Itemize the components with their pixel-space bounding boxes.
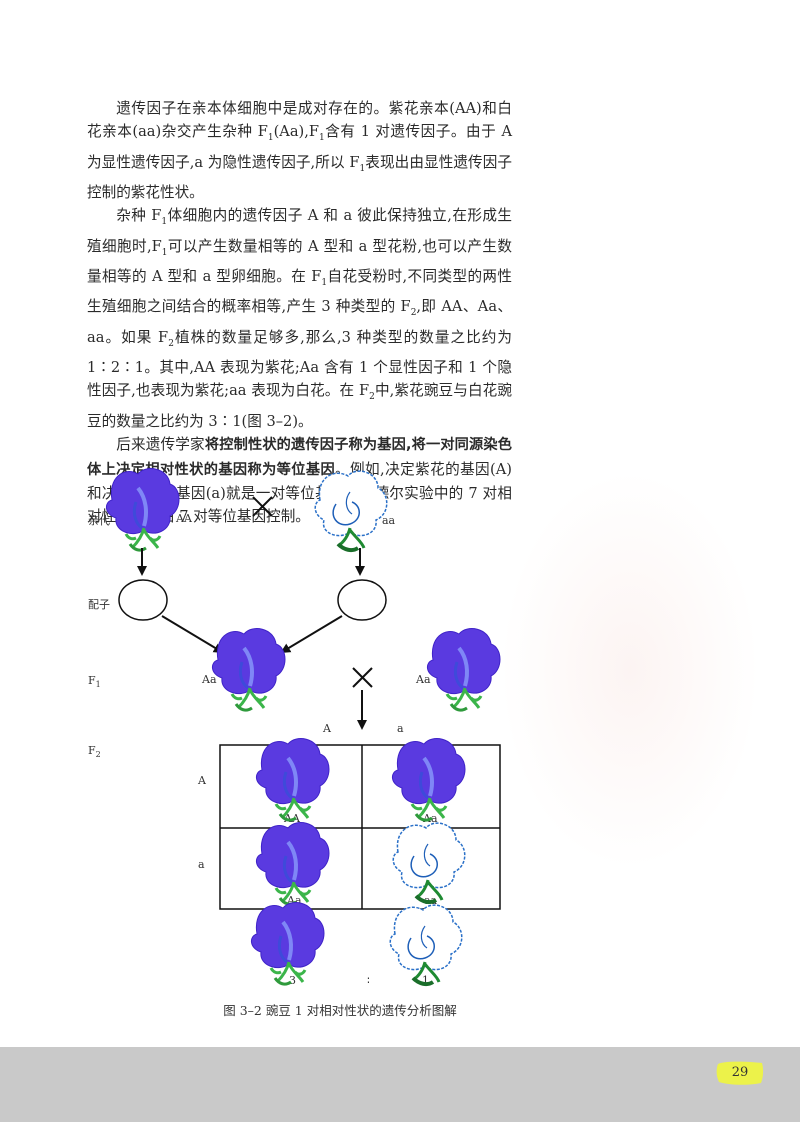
gamete-A-circle xyxy=(118,579,168,621)
paragraph-segment: 遗传因子在亲本体细胞中是成对存在的。紫花亲本(AA)和白花亲本(aa)杂交产生杂… xyxy=(87,100,512,141)
punnett-Aa-flower-1 xyxy=(390,736,467,823)
paragraph-segment: 自花受粉时,不同类型的两性生殖细胞之间结合的概率相等,产生 3 种类型的 F xyxy=(87,268,513,316)
paragraph-segment: 1 xyxy=(267,133,274,144)
punnett-Aa-flower-2 xyxy=(254,820,331,907)
paragraph-2: 杂种 F1体细胞内的遗传因子 A 和 a 彼此保持独立,在形成生殖细胞时,F1可… xyxy=(87,204,512,433)
page-footer xyxy=(0,1047,800,1122)
arrow-gamete-left xyxy=(161,615,224,654)
paragraph-segment: 2 xyxy=(410,308,417,319)
label-parents: 亲代 xyxy=(88,514,110,527)
cross-symbol-parents xyxy=(252,496,273,517)
label-f1: F1 xyxy=(88,674,101,690)
paragraph-segment: 中,紫花豌豆与白花豌豆的数量之比约为 3∶1(图 3–2)。 xyxy=(87,382,512,430)
paragraph-segment: 体细胞内的遗传因子 A 和 a 彼此保持独立,在形成生殖细胞时,F xyxy=(87,207,512,255)
page-number: 29 xyxy=(731,1065,749,1080)
punnett-AA-flower xyxy=(254,736,331,823)
f2-row-A: A xyxy=(198,774,206,787)
f1-purple-flower-right xyxy=(425,626,502,713)
f2-row-a: a xyxy=(198,858,205,871)
paragraph-segment: 植株的数量足够多,那么,3 种类型的数量之比约为 1∶2∶1。其中,AA 表现为… xyxy=(87,328,512,400)
figure-caption: 图 3–2 豌豆 1 对相对性状的遗传分析图解 xyxy=(223,1003,457,1018)
label-gametes: 配子 xyxy=(88,598,110,611)
paragraph-segment: 1 xyxy=(161,217,168,228)
parent-white-flower xyxy=(313,469,389,553)
paragraph-segment: 1 xyxy=(161,247,168,258)
paragraph-1: 遗传因子在亲本体细胞中是成对存在的。紫花亲本(AA)和白花亲本(aa)杂交产生杂… xyxy=(87,97,512,204)
paragraph-segment: 1 xyxy=(319,133,325,144)
paragraph-segment: 杂种 F xyxy=(116,207,162,225)
arrow-gamete-right xyxy=(280,615,343,654)
f1-purple-flower-left xyxy=(210,626,287,713)
background-watermark xyxy=(500,470,760,870)
figure-3-2: 亲代 配子 F1 F2 AA aa Aa Aa A a A a AA Aa Aa… xyxy=(88,466,502,1018)
ratio-purple-flower xyxy=(249,900,326,987)
punnett-aa-flower xyxy=(391,821,467,905)
parent-purple-flower xyxy=(104,466,181,553)
paragraph-segment: 含有 1 对遗传因子。由于 A 为显性遗传因子,a 为隐性遗传因子,所以 F xyxy=(87,123,512,171)
paragraph-segment: 2 xyxy=(369,392,375,403)
paragraph-segment: 1 xyxy=(321,277,328,288)
page-number-shape xyxy=(716,1061,764,1085)
ratio-separator: ∶ xyxy=(367,974,370,987)
paragraph-segment: 后来遗传学家 xyxy=(116,436,205,454)
cross-symbol-f1 xyxy=(352,667,373,688)
genotype-f1-right: Aa xyxy=(416,673,431,686)
ratio-left: 3 xyxy=(289,974,296,987)
f2-col-a: a xyxy=(397,722,404,735)
paragraph-segment: 表现出由显性遗传因子控制的紫花性状。 xyxy=(87,153,512,202)
genotype-parent-left: AA xyxy=(176,512,192,525)
paragraph-segment: 2 xyxy=(168,338,174,349)
ratio-white-flower xyxy=(388,903,464,987)
paragraph-segment: 1 xyxy=(359,163,366,174)
page-number-tag: 29 xyxy=(716,1060,764,1086)
ratio-right: 1 xyxy=(422,974,429,987)
paragraph-segment: 可以产生数量相等的 A 型和 a 型花粉,也可以产生数量相等的 A 型和 a 型… xyxy=(87,237,513,286)
gamete-a-circle xyxy=(337,579,387,621)
punnett-square xyxy=(219,744,501,910)
label-f2: F2 xyxy=(88,744,101,760)
paragraph-segment: ,即 AA、Aa、aa。如果 F xyxy=(87,298,512,346)
genotype-parent-right: aa xyxy=(382,514,396,527)
genetics-diagram xyxy=(104,466,502,987)
paragraph-segment: (Aa),F xyxy=(273,123,319,141)
genotype-f1-left: Aa xyxy=(202,673,217,686)
f2-col-A: A xyxy=(323,722,331,735)
